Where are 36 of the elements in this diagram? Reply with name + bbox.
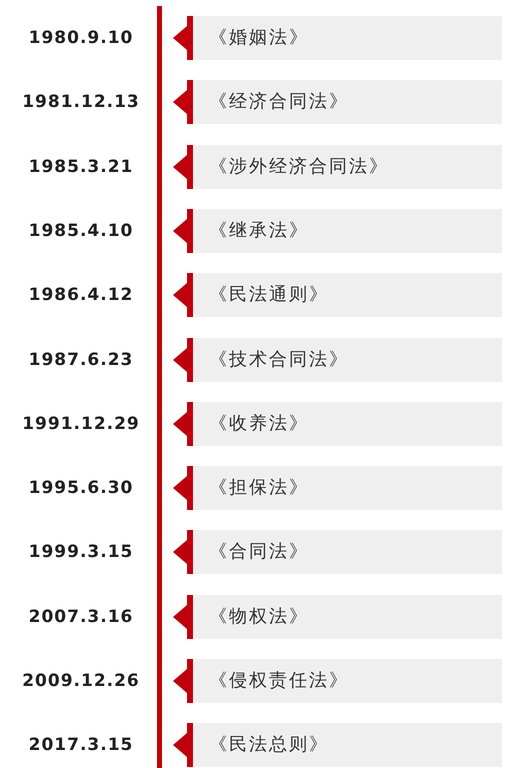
date-label: 1981.12.13 [21,91,141,114]
entry-panel [193,273,502,318]
date-label: 2009.12.26 [21,670,141,693]
entry-panel [193,144,502,189]
law-title: 《民法总则》 [209,734,330,756]
entry-panel [193,659,502,703]
date-label: 1986.4.12 [28,284,134,308]
law-title: 《涉外经济合同法》 [209,156,390,178]
entry-panel [193,402,502,446]
entry-panel [193,530,502,574]
date-label: 1980.9.10 [28,27,134,50]
law-title: 《侵权责任法》 [209,670,350,692]
date-label: 1985.3.21 [28,156,134,179]
entry-panel [193,16,502,60]
law-title: 《技术合同法》 [209,348,350,370]
entry-panel [193,208,502,253]
law-title: 《物权法》 [209,606,310,628]
entry-panel [193,466,502,510]
law-title: 《担保法》 [209,477,310,500]
entry-panel [193,594,502,639]
entry-panel [193,338,502,382]
law-title: 《民法通则》 [209,284,330,306]
entry-panel [193,80,502,124]
law-title: 《合同法》 [209,541,310,564]
date-label: 1995.6.30 [28,477,134,500]
date-label: 1991.12.29 [21,412,141,436]
entry-panel [193,723,502,768]
law-title: 《收养法》 [209,412,310,435]
date-label: 1987.6.23 [28,348,134,372]
law-title: 《经济合同法》 [209,91,350,114]
date-label: 2007.3.16 [28,606,134,629]
date-label: 1999.3.15 [28,541,134,564]
date-label: 2017.3.15 [28,734,134,758]
law-title: 《继承法》 [209,220,310,242]
law-title: 《婚姻法》 [209,27,310,49]
date-label: 1985.4.10 [28,220,134,243]
